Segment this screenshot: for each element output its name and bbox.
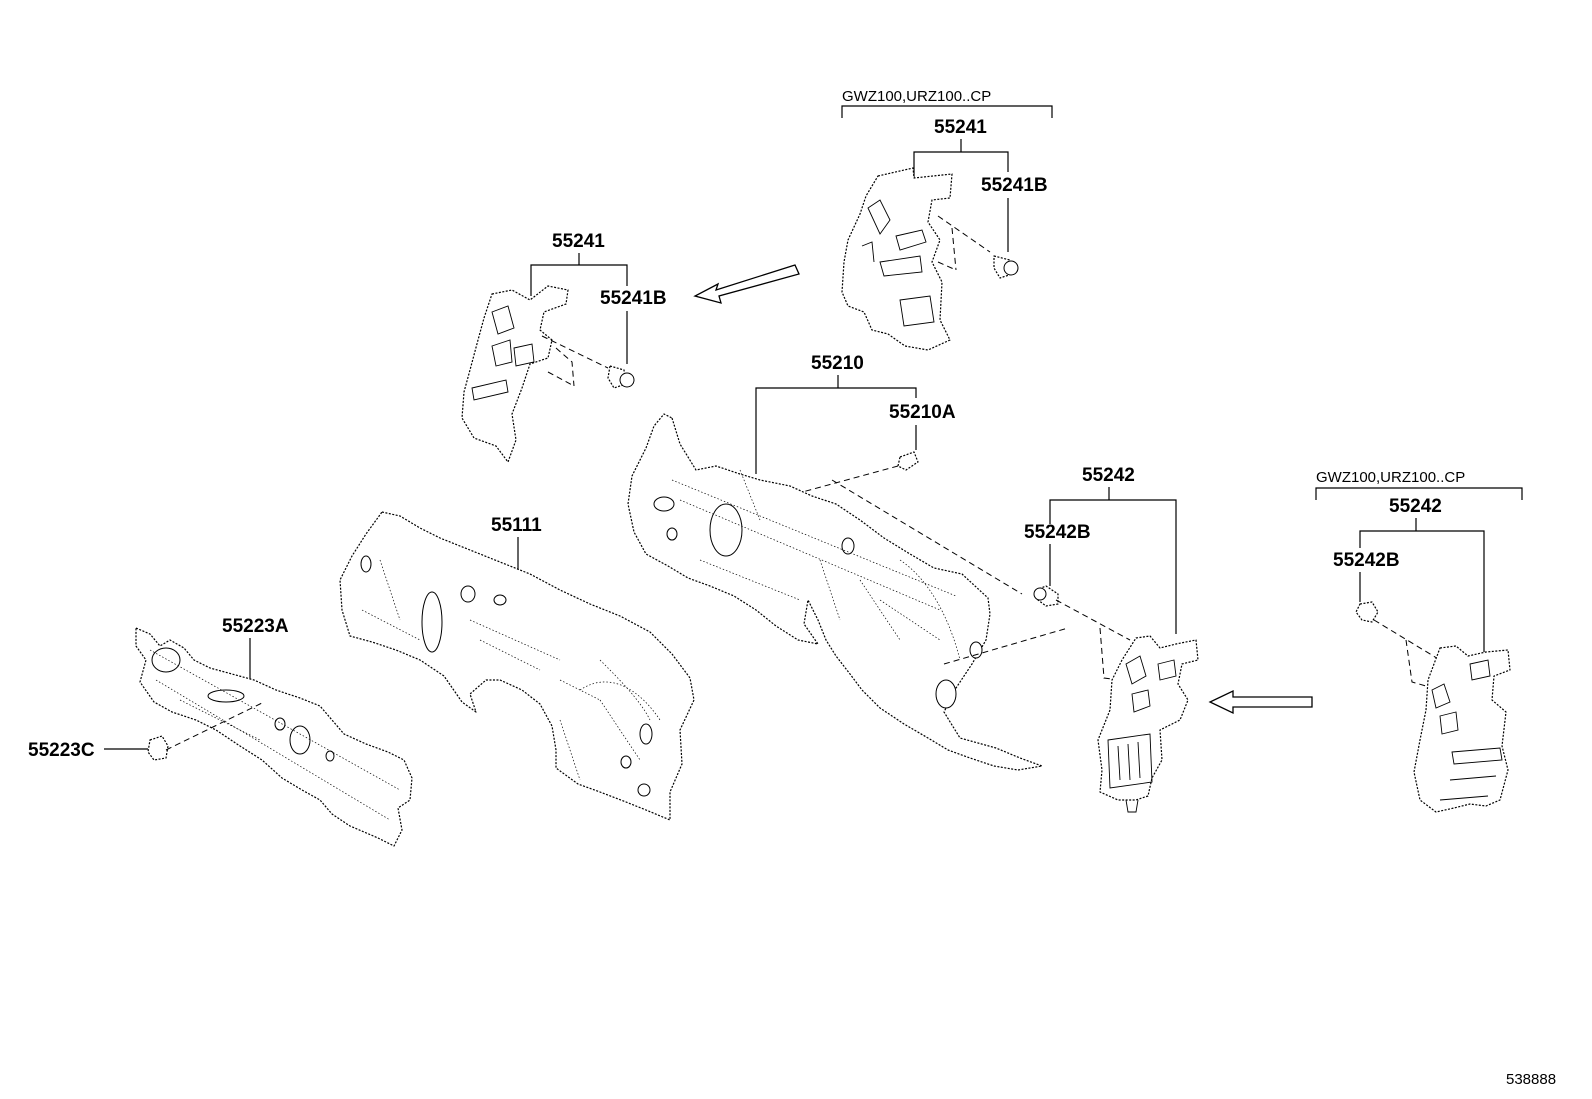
dash-55210-to-55242: [831, 479, 1069, 665]
condition-bracket-right: [1315, 487, 1523, 500]
leader-55241-upper: [913, 139, 1009, 178]
insulator-55111: 55111: [339, 511, 695, 821]
part-label-55242B-right: 55242B: [1333, 550, 1400, 571]
bracket-55241: 55241 55241B: [461, 231, 667, 463]
part-label-55242-right: 55242: [1389, 496, 1442, 517]
silencer-55223A: 55223A 55223C: [28, 616, 413, 847]
dash-55242B-right: [1373, 619, 1441, 687]
clip-55223C: [147, 735, 169, 761]
part-label-55242B-mid: 55242B: [1024, 522, 1091, 543]
dash-55210A: [691, 465, 899, 523]
clip-55241B-upper: [993, 255, 1019, 279]
insulator-55210: 55210 55210A: [627, 353, 1043, 771]
condition-label-upper: GWZ100,URZ100..CP: [842, 88, 991, 105]
bracket-55242-variant: GWZ100,URZ100..CP 55242 55242B: [1315, 469, 1523, 813]
arrow-left-icon: [693, 264, 800, 304]
insulator-55210-texture: [671, 469, 961, 661]
part-label-55241-left: 55241: [552, 231, 605, 252]
bracket-55241-left-body: [461, 285, 569, 463]
dash-55241B-left: [541, 335, 609, 387]
part-label-55111: 55111: [491, 515, 542, 536]
arrow-left-lower-icon: [1208, 689, 1313, 715]
insulator-55111-body: [339, 511, 695, 821]
part-label-55242-mid: 55242: [1082, 465, 1135, 486]
part-label-55241-upper: 55241: [934, 117, 987, 138]
bracket-55242-right-detail: [1431, 659, 1503, 801]
part-label-55210: 55210: [811, 353, 864, 374]
silencer-55223A-texture: [149, 649, 401, 821]
clip-55242B-mid: [1033, 585, 1059, 607]
leader-55210: [755, 375, 917, 474]
leader-55242-right: [1359, 518, 1485, 652]
insulator-55210-body: [627, 413, 1043, 771]
bracket-55241-left-detail: [471, 305, 535, 401]
bracket-55241-upper-detail: [861, 199, 935, 327]
bracket-55242-right-body: [1413, 645, 1511, 813]
leader-55242-mid: [1049, 487, 1177, 634]
insulator-55111-texture: [361, 559, 661, 781]
bracket-55242-mid-foot: [1125, 799, 1139, 813]
condition-bracket-upper: [841, 105, 1053, 118]
part-label-55241B-upper: 55241B: [981, 175, 1048, 196]
part-label-55210A: 55210A: [889, 402, 956, 423]
clip-55241B-left: [607, 365, 635, 389]
leader-55241-left: [530, 253, 628, 296]
silencer-55223A-hole-main: [289, 725, 311, 755]
bracket-55242: 55242 55242B: [831, 465, 1199, 813]
diagram-id: 538888: [1506, 1071, 1556, 1088]
insulator-55111-hole-main: [421, 591, 443, 653]
part-label-55241B-left: 55241B: [600, 288, 667, 309]
part-label-55223A: 55223A: [222, 616, 289, 637]
condition-label-right: GWZ100,URZ100..CP: [1316, 469, 1465, 486]
bracket-55242-mid-body: [1097, 635, 1199, 801]
bracket-55241-variant: GWZ100,URZ100..CP 55241 55241B: [841, 88, 1053, 351]
part-label-55223C: 55223C: [28, 740, 95, 761]
dash-55241B-upper: [937, 215, 991, 271]
dash-55223C: [165, 701, 265, 751]
bracket-55242-mid-detail: [1107, 655, 1177, 789]
insulator-55210-hole-main: [709, 503, 743, 557]
clip-55210A: [897, 451, 919, 471]
clip-55242B-right: [1355, 601, 1379, 623]
